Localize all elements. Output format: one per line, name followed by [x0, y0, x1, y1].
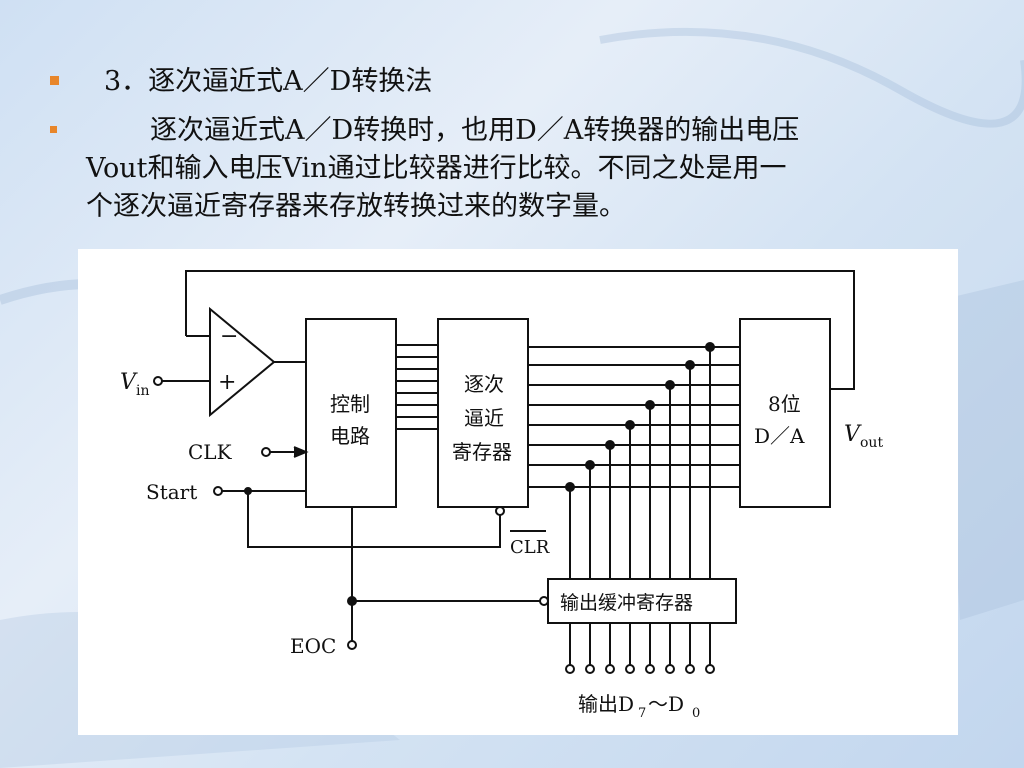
dac-label-1: 8位: [768, 392, 801, 416]
output-pins: [565, 623, 715, 674]
vin-subscript: in: [136, 383, 150, 399]
paragraph-line: Vout和输入电压Vin通过比较器进行比较。不同之处是用一: [86, 153, 787, 184]
dac-box: [739, 318, 831, 508]
control-sar-bus: [396, 344, 438, 430]
comparator-plus: +: [218, 370, 236, 395]
output-tilde: ～D: [648, 692, 684, 716]
feedback-wire: [185, 270, 855, 390]
body-paragraph: 逐次逼近式A／D转换时，也用D／A转换器的输出电压 Vout和输入电压Vin通过…: [86, 112, 966, 226]
output-sub-0: 0: [692, 706, 700, 721]
sar-register-box: [437, 318, 529, 508]
start-label: Start: [146, 480, 197, 504]
sar-adc-block-diagram: − + V in 控制 电路 逐次 逼近 寄存器 8位 D／A V out CL…: [78, 249, 958, 735]
vout-subscript: out: [860, 435, 883, 451]
output-buffer-label: 输出缓冲寄存器: [560, 592, 693, 614]
clr-label: CLR: [510, 537, 550, 558]
output-label: 输出D: [578, 692, 634, 716]
vout-label: V: [844, 422, 862, 447]
control-circuit-box: [305, 318, 397, 508]
paragraph-line: 个逐次逼近寄存器来存放转换过来的数字量。: [86, 191, 626, 222]
clk-label: CLK: [188, 440, 233, 464]
bullet-square-icon: [50, 76, 59, 85]
eoc-label: EOC: [290, 634, 336, 658]
sar-label-3: 寄存器: [452, 440, 512, 464]
comparator: [209, 306, 276, 418]
sar-dac-bus: [528, 342, 740, 659]
comparator-minus: −: [220, 324, 238, 349]
sar-label-2: 逼近: [464, 406, 504, 430]
control-label-2: 电路: [330, 424, 370, 448]
output-sub-7: 7: [638, 706, 646, 721]
control-label-1: 控制: [330, 392, 370, 416]
sar-label-1: 逐次: [464, 372, 504, 396]
output-buffer-box: [547, 578, 737, 624]
paragraph-line: 逐次逼近式A／D转换时，也用D／A转换器的输出电压: [150, 115, 800, 146]
heading-text: 3．逐次逼近式A／D转换法: [104, 66, 433, 97]
vin-label: V: [120, 370, 138, 395]
bullet-square-icon: [50, 126, 57, 133]
dac-label-2: D／A: [754, 424, 805, 448]
